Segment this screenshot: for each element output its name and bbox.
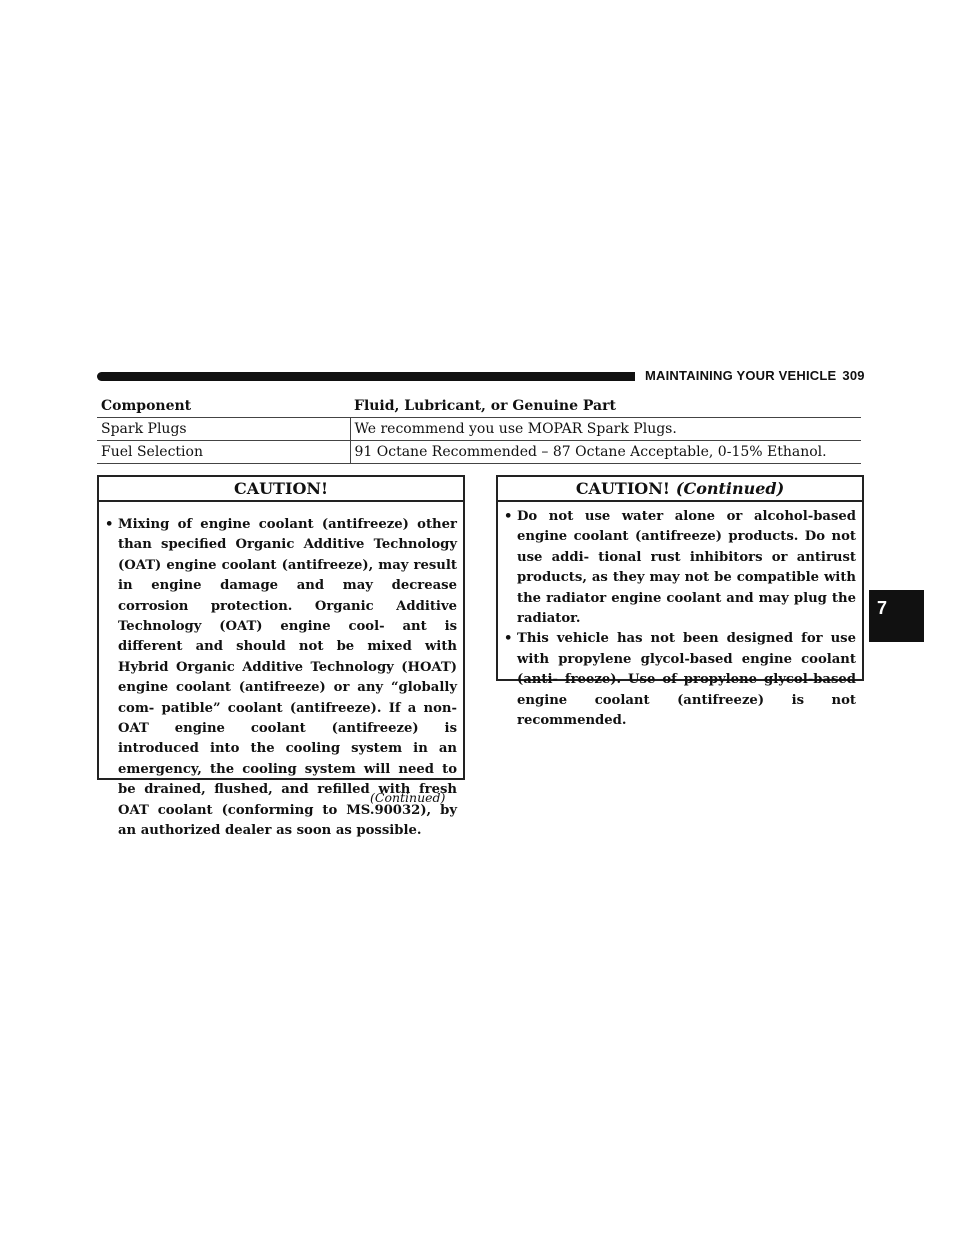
chapter-number: 7 bbox=[877, 598, 888, 618]
table-header-row: Component Fluid, Lubricant, or Genuine P… bbox=[97, 395, 861, 418]
bullet-icon: • bbox=[504, 509, 513, 524]
caution-text: Do not use water alone or alcohol-based … bbox=[517, 509, 856, 627]
caution-title-text: CAUTION! bbox=[233, 479, 329, 498]
caution-box-right: CAUTION! (Continued) • Do not use water a… bbox=[496, 475, 864, 728]
bullet-icon: • bbox=[504, 631, 513, 647]
continued-note: (Continued) bbox=[370, 790, 446, 805]
table-cell: We recommend you use MOPAR Spark Plugs. bbox=[349, 417, 861, 441]
fluids-table: Component Fluid, Lubricant, or Genuine P… bbox=[97, 395, 861, 464]
chapter-tab: 7 bbox=[869, 590, 924, 642]
table-cell: Fuel Selection bbox=[97, 440, 351, 464]
table-row: Spark Plugs We recommend you use MOPAR S… bbox=[97, 417, 861, 441]
header-rule bbox=[97, 372, 635, 381]
bullet-icon: • bbox=[105, 517, 114, 532]
caution-title-text: CAUTION! bbox=[575, 479, 670, 498]
table-row: Fuel Selection 91 Octane Recommended – 8… bbox=[97, 440, 861, 464]
caution-list: • Mixing of engine coolant (antifreeze) … bbox=[99, 502, 463, 842]
column-header-fluid: Fluid, Lubricant, or Genuine Part bbox=[350, 395, 861, 418]
list-item: • Do not use water alone or alcohol-base… bbox=[498, 507, 862, 629]
section-title: MAINTAINING YOUR VEHICLE bbox=[645, 368, 837, 383]
page-number: 309 bbox=[842, 368, 865, 383]
caution-list: • Do not use water alone or alcohol-base… bbox=[498, 502, 862, 731]
caution-box-left: CAUTION! • Mixing of engine coolant (ant… bbox=[97, 475, 465, 838]
list-item: • This vehicle has not been designed for… bbox=[498, 629, 862, 731]
caution-text: Mixing of engine coolant (antifreeze) ot… bbox=[118, 517, 457, 839]
table-cell: Spark Plugs bbox=[97, 417, 351, 441]
table-cell: 91 Octane Recommended – 87 Octane Accept… bbox=[349, 440, 861, 464]
column-header-component: Component bbox=[97, 395, 350, 418]
caution-title: CAUTION! bbox=[99, 477, 463, 502]
caution-title: CAUTION! (Continued) bbox=[498, 477, 862, 502]
caution-text: This vehicle has not been designed for u… bbox=[517, 631, 856, 729]
caution-title-continued: (Continued) bbox=[675, 479, 785, 498]
list-item: • Mixing of engine coolant (antifreeze) … bbox=[99, 515, 463, 842]
running-header: MAINTAINING YOUR VEHICLE 309 bbox=[645, 368, 865, 383]
